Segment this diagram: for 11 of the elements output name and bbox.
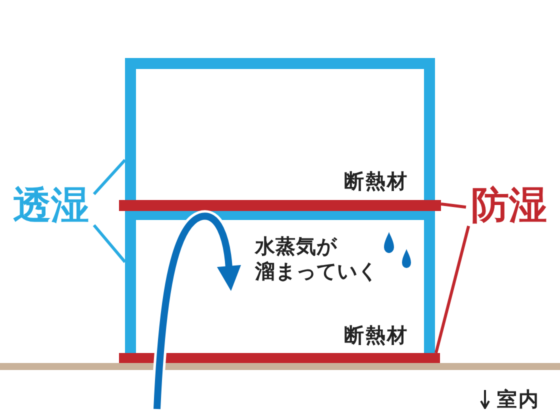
text-label: 断熱材 bbox=[344, 323, 408, 347]
text-label: 室内 bbox=[497, 387, 540, 411]
callout-label: 透湿 bbox=[8, 184, 94, 226]
annotation-text: 水蒸気が溜まっていく bbox=[255, 234, 379, 284]
leader-line bbox=[440, 202, 466, 209]
barrier-layer bbox=[119, 353, 440, 363]
leader-line bbox=[92, 224, 126, 263]
leader-line bbox=[92, 158, 126, 196]
barrier-layer bbox=[119, 200, 441, 211]
callout-label: 防湿 bbox=[466, 184, 552, 226]
text-label: 断熱材 bbox=[344, 169, 408, 193]
